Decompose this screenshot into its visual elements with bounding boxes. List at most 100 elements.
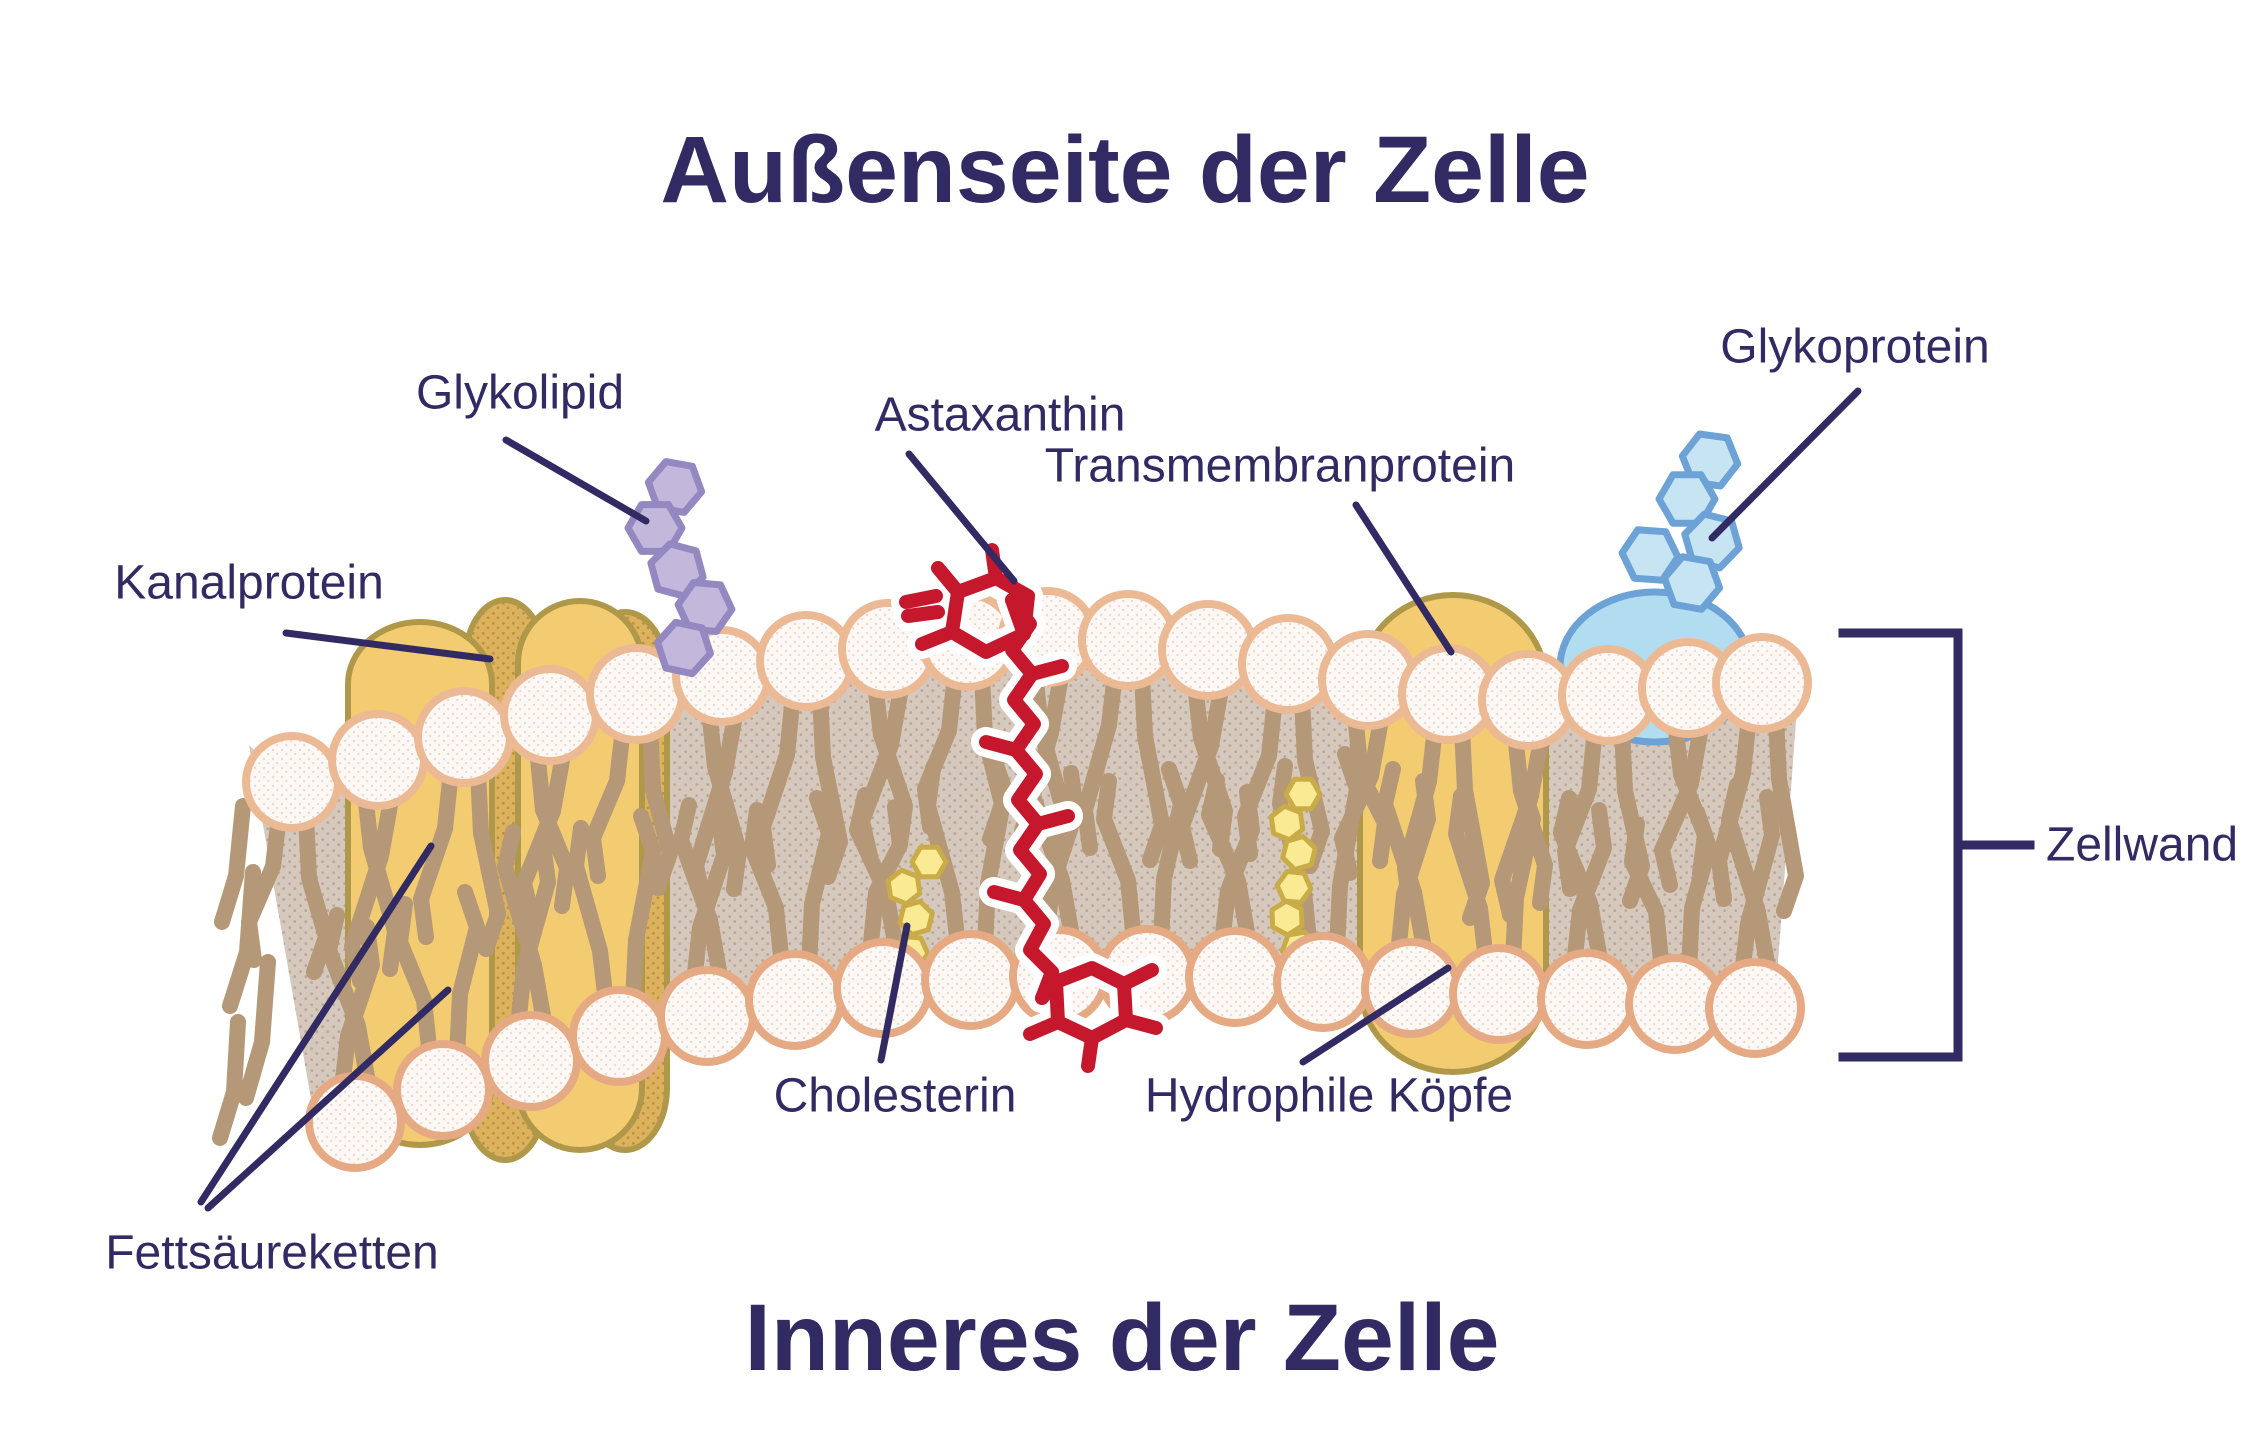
fatty-acid-tail bbox=[357, 786, 403, 977]
hydrophilic-head bbox=[1537, 949, 1637, 1049]
label-hydrophile-koepfe: Hydrophile Köpfe bbox=[1145, 1070, 1513, 1123]
title-outside-cell: Außenseite der Zelle bbox=[660, 117, 1589, 223]
glykoprotein-leader-line bbox=[1708, 387, 1862, 542]
fatty-acid-tail bbox=[212, 1014, 246, 1146]
title-inside-cell: Inneres der Zelle bbox=[744, 1285, 1499, 1391]
hydrophilic-head bbox=[1712, 633, 1812, 733]
annotation-layer: Außenseite der Zelle Inneres der Zelle G… bbox=[105, 117, 2238, 1391]
hydrophilic-head bbox=[328, 710, 428, 810]
fatty-acid-tail bbox=[1329, 746, 1365, 956]
fatty-acid-tail bbox=[977, 748, 1013, 954]
fatty-acid-tail bbox=[1494, 726, 1550, 923]
fatty-acid-tail bbox=[321, 907, 377, 1096]
fatty-acid-tail bbox=[510, 836, 556, 1035]
glycoprotein-hexagon bbox=[1660, 553, 1724, 613]
astaxanthin-bond bbox=[931, 561, 965, 599]
fatty-acid-tail bbox=[1721, 777, 1777, 982]
cholesterol-hexagon bbox=[1269, 898, 1305, 938]
hydrophilic-head bbox=[833, 938, 933, 1038]
fatty-acid-tail bbox=[585, 720, 631, 884]
fatty-acid-tail bbox=[1377, 761, 1433, 962]
astaxanthin-bond bbox=[987, 885, 1031, 907]
fatty-acid-tail bbox=[1448, 788, 1494, 968]
fettsaeureketten-leader-line-2 bbox=[204, 986, 452, 1212]
label-fettsaeureketten: Fettsäureketten bbox=[105, 1227, 439, 1280]
astaxanthin-bond bbox=[1005, 593, 1059, 1005]
hydrophilic-head bbox=[481, 1011, 581, 1111]
transmembranprotein-leader-line bbox=[1352, 501, 1455, 656]
hydrophilic-head bbox=[500, 665, 600, 765]
fatty-acid-tail bbox=[298, 808, 334, 980]
fatty-acid-tail bbox=[497, 824, 553, 1035]
hydrophilic-head bbox=[414, 687, 514, 787]
label-glykolipid: Glykolipid bbox=[416, 367, 624, 420]
cholesterin-leader-line bbox=[877, 922, 911, 1064]
astaxanthin-bond bbox=[1023, 1015, 1065, 1041]
label-transmembranprotein: Transmembranprotein bbox=[1045, 440, 1515, 493]
hydrophilic-head bbox=[305, 1072, 405, 1172]
fatty-acid-tail bbox=[449, 884, 485, 1064]
fatty-acid-tail bbox=[1390, 773, 1436, 962]
astaxanthin-bond bbox=[1035, 975, 1063, 1005]
fatty-acid-tail bbox=[1174, 676, 1230, 869]
hydrophilic-head bbox=[1705, 958, 1805, 1058]
hydrophilic-head bbox=[756, 611, 856, 711]
hydrophilic-head bbox=[657, 966, 757, 1066]
fatty-acid-tail bbox=[1681, 804, 1717, 978]
glycolipid-hexagon bbox=[654, 618, 714, 678]
fatty-acid-tail bbox=[470, 763, 506, 957]
fatty-acid-tail bbox=[744, 802, 790, 974]
fettsaeureketten-leader-line-1 bbox=[197, 842, 435, 1206]
fatty-acid-tail bbox=[755, 687, 801, 873]
cholesterol-hexagon bbox=[1283, 776, 1323, 812]
fatty-acid-tail bbox=[1096, 773, 1142, 949]
cholesterol-hexagon bbox=[885, 867, 923, 907]
fatty-acid-tail bbox=[1734, 789, 1780, 982]
fatty-acid-tail bbox=[1768, 709, 1804, 919]
fatty-acid-tail bbox=[862, 799, 908, 962]
hydrophilic-head bbox=[1449, 944, 1549, 1044]
label-glykoprotein: Glykoprotein bbox=[1720, 321, 1989, 374]
fatty-acid-tail bbox=[625, 808, 661, 1010]
hydrophilic-head bbox=[569, 986, 669, 1086]
hydrophilic-head bbox=[242, 732, 342, 832]
fatty-acid-tail bbox=[568, 820, 614, 1010]
fatty-acid-tail bbox=[1214, 784, 1260, 951]
fatty-acid-tail bbox=[1557, 721, 1603, 897]
zellwand-bracket bbox=[1838, 628, 1963, 1062]
astaxanthin-bond bbox=[1025, 659, 1069, 681]
astaxanthin-molecule bbox=[899, 543, 1163, 1073]
astaxanthin-bond bbox=[915, 625, 959, 651]
hydrophilic-head bbox=[1273, 932, 1373, 1032]
fatty-acid-tail bbox=[801, 790, 837, 974]
hydrophilic-head bbox=[393, 1040, 493, 1140]
fatty-acid-tail bbox=[241, 808, 287, 968]
glykolipid-leader-line bbox=[502, 436, 650, 525]
glycolipid-hexagon bbox=[644, 458, 706, 516]
astaxanthin-bond bbox=[899, 589, 943, 609]
label-cholesterin: Cholesterin bbox=[774, 1070, 1017, 1123]
fatty-acid-tail bbox=[849, 787, 905, 962]
fatty-acid-tail bbox=[1347, 706, 1393, 869]
hydrophilic-head bbox=[1238, 614, 1338, 714]
fatty-acid-tail bbox=[1134, 666, 1170, 868]
kanalprotein-leader-line bbox=[282, 629, 494, 663]
fatty-acid-tail bbox=[673, 797, 729, 990]
cholesterol-hexagon bbox=[1274, 869, 1314, 905]
membrane-layer bbox=[212, 587, 1812, 1172]
fatty-acid-tail bbox=[1553, 790, 1609, 973]
astaxanthin-bond bbox=[1117, 963, 1159, 991]
fatty-acid-tail bbox=[1153, 761, 1189, 949]
fatty-acid-tail bbox=[1566, 802, 1612, 973]
astaxanthin-bond bbox=[901, 605, 945, 623]
molecule-layer bbox=[624, 430, 1743, 1081]
fatty-acid-tail bbox=[1505, 776, 1541, 968]
fatty-acid-tail bbox=[238, 954, 276, 1106]
fatty-acid-tail bbox=[642, 720, 678, 896]
astaxanthin-bond bbox=[1119, 1013, 1163, 1035]
fatty-acid-tail bbox=[392, 896, 438, 1064]
fatty-acid-tail bbox=[686, 809, 732, 990]
cholesterol-hexagon bbox=[909, 844, 949, 880]
